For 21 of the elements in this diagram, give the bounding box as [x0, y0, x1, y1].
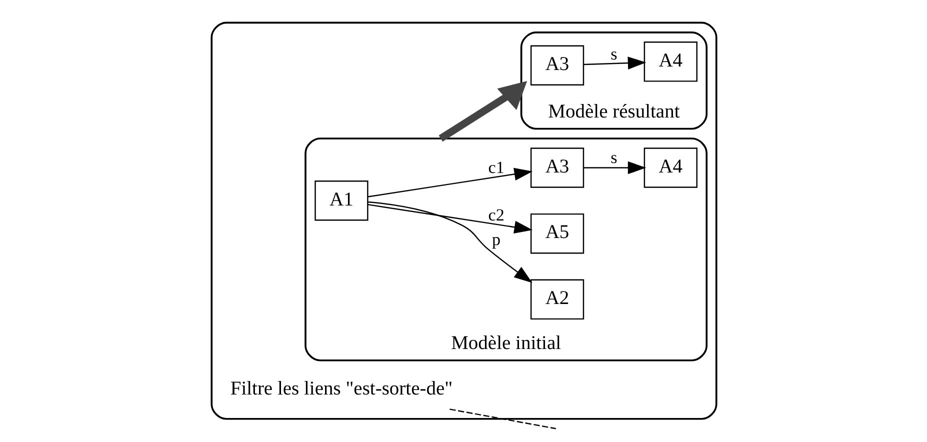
node-box: A5 [530, 213, 584, 254]
node-box: A3 [530, 45, 584, 86]
node-box: A3 [530, 148, 584, 188]
edge-label: c2 [488, 205, 504, 224]
node-box: A4 [643, 42, 697, 82]
node-text: Filtre les liens "est-sorte-de" [230, 378, 452, 400]
arrow [438, 80, 527, 142]
arrow [583, 56, 646, 70]
node-box: A4 [643, 148, 697, 188]
edge-label: s [610, 148, 617, 168]
connector [449, 408, 556, 430]
node-box: A2 [530, 279, 584, 320]
edge-label: p [492, 230, 500, 249]
arrow [368, 201, 532, 283]
arrow [367, 204, 532, 234]
edge-label: s [610, 44, 617, 64]
node-box: A1 [314, 180, 368, 221]
cluster [210, 22, 717, 420]
arrow [583, 161, 646, 174]
arrow [367, 168, 532, 198]
edge-label: c1 [488, 158, 504, 177]
